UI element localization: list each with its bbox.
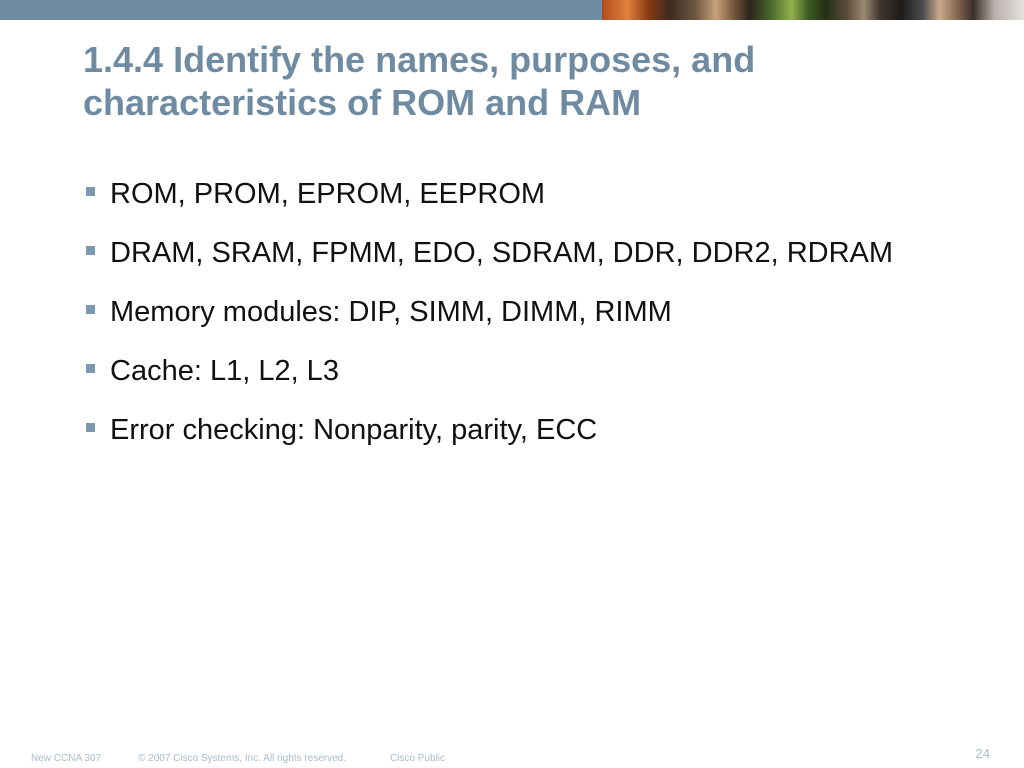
bullet-item-cache: Cache: L1, L2, L3: [84, 351, 984, 391]
bullet-text: Cache: L1, L2, L3: [110, 355, 339, 387]
square-bullet-icon: [86, 364, 95, 373]
bullet-item-ram-types: DRAM, SRAM, FPMM, EDO, SDRAM, DDR, DDR2,…: [84, 233, 984, 273]
bullet-list: ROM, PROM, EPROM, EEPROM DRAM, SRAM, FPM…: [84, 174, 984, 469]
page-number: 24: [975, 746, 990, 761]
bullet-text: Error checking: Nonparity, parity, ECC: [110, 414, 598, 446]
square-bullet-icon: [86, 423, 95, 432]
bullet-text: DRAM, SRAM, FPMM, EDO, SDRAM, DDR, DDR2,…: [110, 237, 894, 269]
footer-course-name: New CCNA 307: [31, 753, 102, 764]
slide-title: 1.4.4 Identify the names, purposes, and …: [83, 39, 756, 123]
header-photo-strip: [602, 0, 1024, 20]
footer-copyright: © 2007 Cisco Systems, Inc. All rights re…: [138, 753, 347, 764]
bullet-text: Memory modules: DIP, SIMM, DIMM, RIMM: [110, 296, 672, 328]
bullet-item-memory-modules: Memory modules: DIP, SIMM, DIMM, RIMM: [84, 292, 984, 332]
bullet-text: ROM, PROM, EPROM, EEPROM: [110, 178, 546, 210]
square-bullet-icon: [86, 187, 95, 196]
square-bullet-icon: [86, 246, 95, 255]
header-bar: [0, 0, 1024, 20]
square-bullet-icon: [86, 305, 95, 314]
bullet-item-rom-types: ROM, PROM, EPROM, EEPROM: [84, 174, 984, 214]
footer-classification: Cisco Public: [390, 753, 446, 764]
bullet-item-error-checking: Error checking: Nonparity, parity, ECC: [84, 410, 984, 450]
